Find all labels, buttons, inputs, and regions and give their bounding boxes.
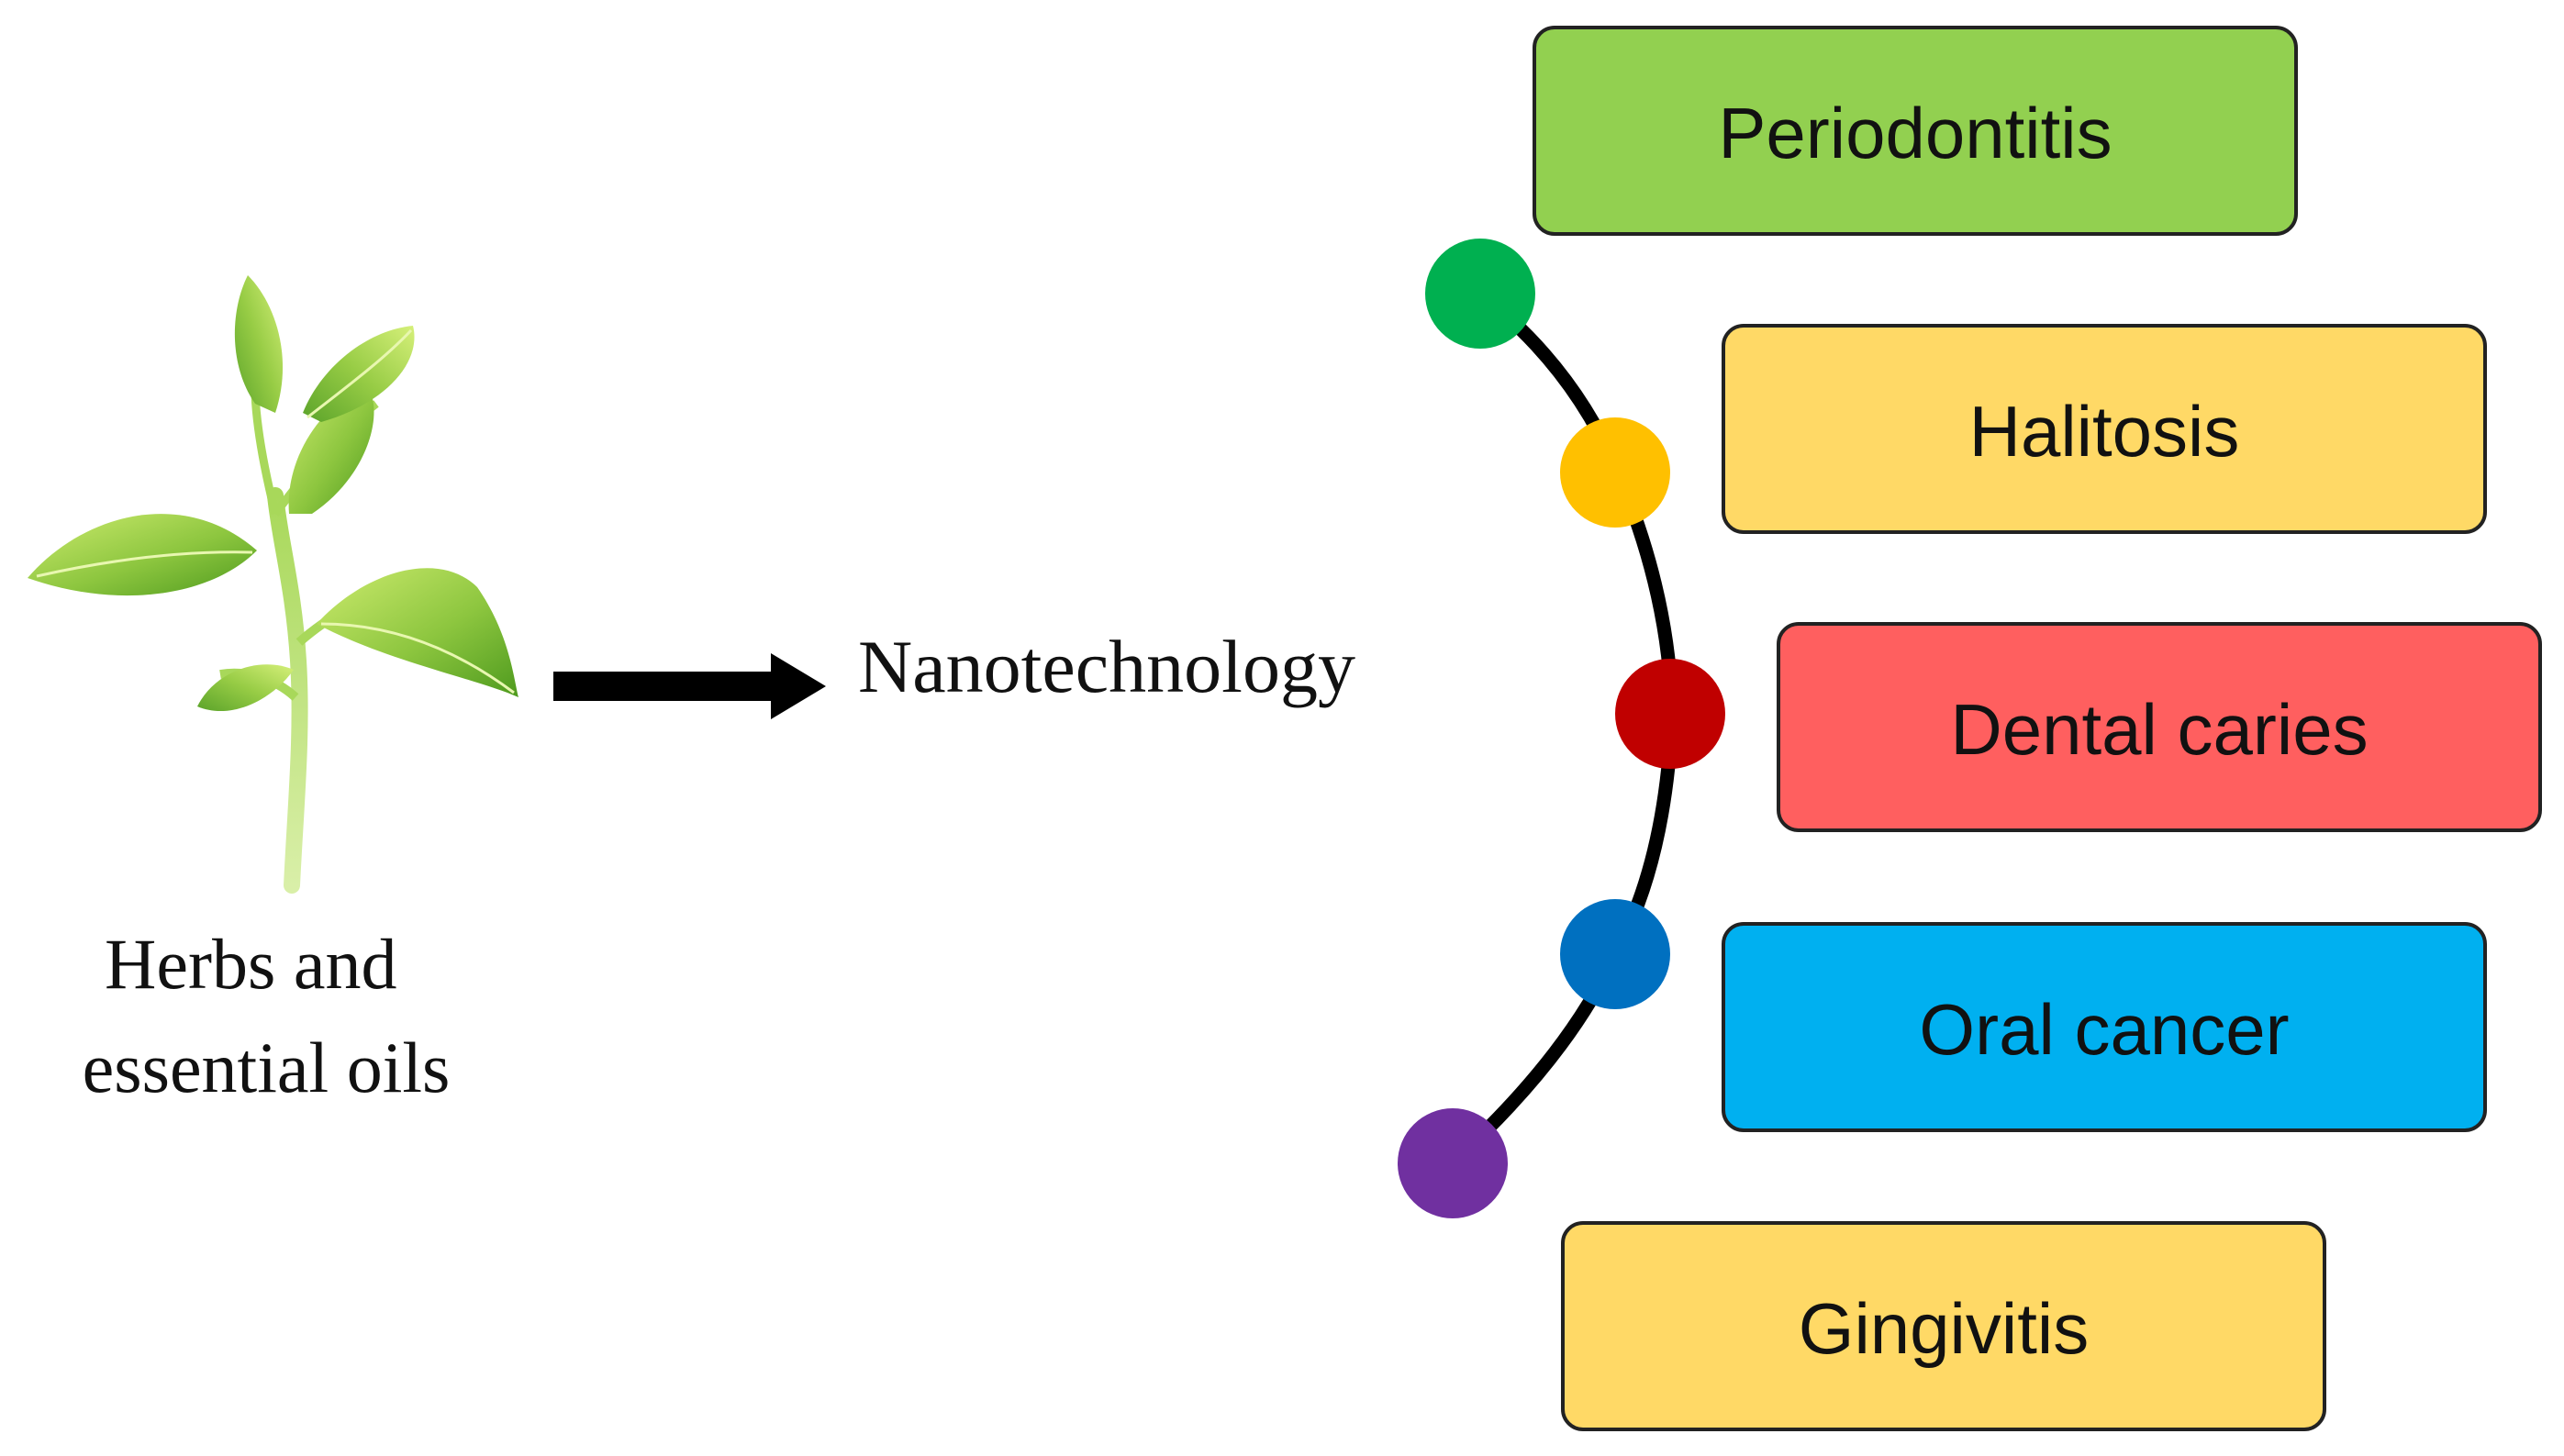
halitosis-dot bbox=[1560, 417, 1670, 528]
periodontitis-dot bbox=[1425, 239, 1535, 349]
gingivitis-dot bbox=[1398, 1108, 1508, 1218]
process-label: Nanotechnology bbox=[858, 625, 1355, 708]
condition-box-gingivitis: Gingivitis bbox=[1561, 1221, 2326, 1431]
dental-caries-dot bbox=[1615, 659, 1725, 769]
right-arrow-icon bbox=[553, 653, 826, 719]
source-label-line-1: Herbs and bbox=[105, 924, 396, 1004]
source-label: Herbs and essential oils bbox=[83, 924, 451, 1107]
condition-box-periodontitis: Periodontitis bbox=[1533, 26, 2298, 236]
condition-box-dental-caries: Dental caries bbox=[1777, 622, 2542, 832]
condition-label-halitosis: Halitosis bbox=[1969, 391, 2240, 472]
plant-sprout-icon bbox=[28, 275, 518, 894]
condition-box-halitosis: Halitosis bbox=[1722, 324, 2487, 534]
condition-box-oral-cancer: Oral cancer bbox=[1722, 922, 2487, 1132]
condition-label-dental-caries: Dental caries bbox=[1950, 689, 2368, 770]
condition-label-gingivitis: Gingivitis bbox=[1799, 1288, 2089, 1369]
condition-label-oral-cancer: Oral cancer bbox=[1919, 989, 2289, 1070]
oral-cancer-dot bbox=[1560, 899, 1670, 1009]
condition-label-periodontitis: Periodontitis bbox=[1718, 93, 2112, 173]
source-label-line-2: essential oils bbox=[83, 1028, 451, 1107]
